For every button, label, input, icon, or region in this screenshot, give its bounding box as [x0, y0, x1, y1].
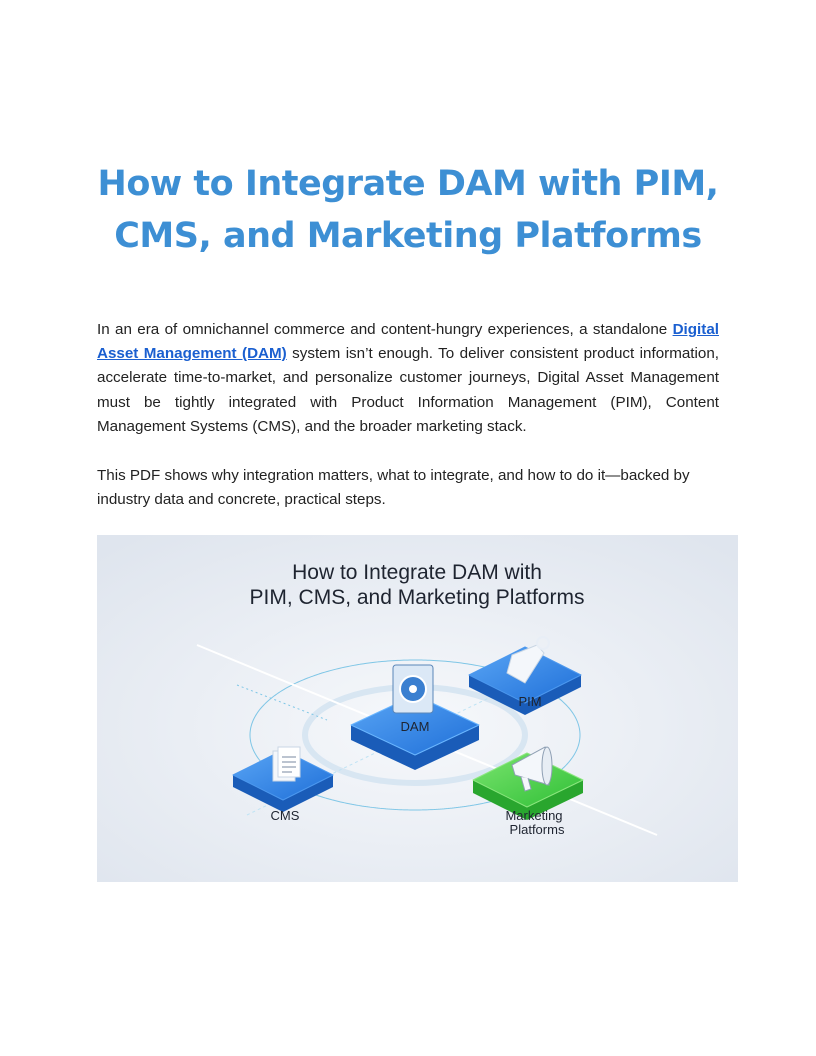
intro-paragraph: In an era of omnichannel commerce and co… — [97, 318, 719, 439]
figure-title-line2: PIM, CMS, and Marketing Platforms — [250, 586, 585, 609]
megaphone-icon — [511, 746, 553, 792]
marketing-label-line2: Platforms — [510, 822, 565, 837]
price-tag-icon — [506, 636, 550, 684]
dam-label: DAM — [401, 719, 430, 734]
cms-tile: CMS — [232, 746, 334, 823]
dam-tile: DAM — [350, 664, 480, 770]
pim-tile: PIM — [468, 636, 582, 715]
integration-diagram-image: How to Integrate DAM with PIM, CMS, and … — [97, 535, 738, 882]
summary-paragraph: This PDF shows why integration matters, … — [97, 467, 690, 509]
dam-link[interactable]: Digital Asset Management (DAM) — [97, 321, 719, 363]
asset-safe-icon — [392, 664, 434, 714]
page-title: How to Integrate DAM with PIM, CMS, and … — [97, 164, 719, 256]
figure-title-line1: How to Integrate DAM with — [292, 561, 542, 584]
pim-label: PIM — [518, 694, 541, 709]
intro-text-end: system isn’t enough. To deliver consiste… — [97, 345, 720, 435]
marketing-label-line1: Marketing — [505, 808, 562, 823]
marketing-platforms-tile: Marketing Platforms — [472, 746, 584, 837]
document-icon — [272, 746, 301, 782]
intro-text-start: In an era of omnichannel commerce and co… — [97, 321, 673, 338]
cms-label: CMS — [271, 808, 300, 823]
